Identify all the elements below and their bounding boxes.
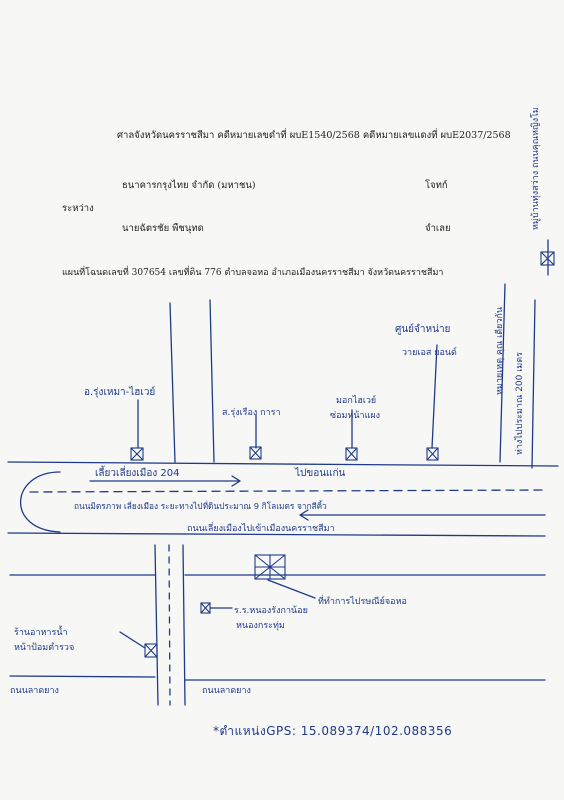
lower-road-line-1 xyxy=(154,544,159,706)
label-shop-left: อ.รุ่งเหมา-ไฮเวย์ xyxy=(84,387,156,398)
defendant-role: จำเลย xyxy=(425,223,451,234)
label-left-bottom-2: หน้าป้อมตำรวจ xyxy=(14,643,75,653)
marker-line-left-bottom xyxy=(119,631,146,649)
label-distance-vertical: ห่างไปประมาณ 200 เมตร xyxy=(515,352,525,455)
plaintiff-name: ธนาคารกรุงไทย จำกัด (มหาชน) xyxy=(122,180,256,191)
between-label: ระหว่าง xyxy=(62,203,94,214)
gps-coordinates: *ตำแหน่งGPS: 15.089374/102.088356 xyxy=(213,724,453,738)
arrow-right xyxy=(89,475,242,487)
plaintiff-role: โจทก์ xyxy=(425,180,448,191)
side-road-line-1 xyxy=(169,302,176,463)
marker-box-school xyxy=(200,602,211,614)
side-road-line-2 xyxy=(209,299,215,463)
label-road-bottom-left: ถนนลาดยาง xyxy=(10,686,59,696)
marker-box-center xyxy=(426,447,439,461)
lower-left-road-bottom xyxy=(9,675,156,678)
main-road-center-line xyxy=(29,489,546,493)
lower-road-center-line xyxy=(168,544,171,706)
marker-box-tr xyxy=(540,251,555,266)
label-to-khonkaen: ไปขอนแก่น xyxy=(295,468,346,479)
label-shop-right-2: ซ่อมหน้าแผง xyxy=(330,411,381,421)
marker-box-left-bottom xyxy=(144,643,158,658)
label-sales-center-2: วายเอส ยอนด์ xyxy=(402,348,457,358)
marker-line-center xyxy=(431,344,438,449)
right-road-line-2 xyxy=(531,299,536,469)
lower-road-line-2 xyxy=(182,544,186,706)
marker-box-right xyxy=(345,447,358,461)
label-shop-right: มอกไฮเวย์ xyxy=(336,396,377,406)
arrow-left xyxy=(298,509,546,521)
label-sales-center: ศูนย์จำหน่าย xyxy=(395,324,451,335)
label-branch-vertical: หมายเหตุ คุณ เดียวกัน xyxy=(495,307,505,395)
label-school-2: หนองกระทุ่ม xyxy=(236,621,285,631)
marker-box-mid xyxy=(249,446,262,460)
label-left-bottom: ร้านอาหารน้ำ xyxy=(14,628,68,638)
court-case-line: ศาลจังหวัดนครราชสีมา คดีหมายเลขดำที่ ผบE… xyxy=(117,130,511,141)
deed-line: แผนที่โฉนดเลขที่ 307654 เลขที่ดิน 776 ตำ… xyxy=(62,268,444,278)
label-village-vertical: หมู่บ้านทุ่งสว่าง ถนนคุณหญิงโม xyxy=(531,107,541,230)
main-road-bottom-line xyxy=(7,532,546,537)
marker-line-post xyxy=(267,579,316,599)
label-post-office: ที่ทำการไปรษณีย์จอหอ xyxy=(318,597,407,607)
label-main-road: ถนนมิตรภาพ เลี่ยงเมือง ระยะทางไปที่ดินปร… xyxy=(74,501,327,511)
label-road-bottom-right: ถนนลาดยาง xyxy=(202,686,251,696)
label-main-road-2: ถนนเลี่ยงเมืองไปเข้าเมืองนครราชสีมา xyxy=(187,524,335,534)
defendant-name: นายฉัตรชัย พืชนุทด xyxy=(122,223,204,234)
label-school: ร.ร.หนองรังกาน้อย xyxy=(234,606,308,616)
u-turn-curve xyxy=(20,471,61,533)
label-bypass-204: เลี้ยวเลี่ยงเมือง 204 xyxy=(95,468,180,479)
right-road-line-1 xyxy=(499,283,506,463)
main-road-top-line xyxy=(7,461,559,467)
label-shop-mid: ส.รุ่งเรือง การา xyxy=(222,408,281,418)
marker-box-left xyxy=(130,447,144,461)
